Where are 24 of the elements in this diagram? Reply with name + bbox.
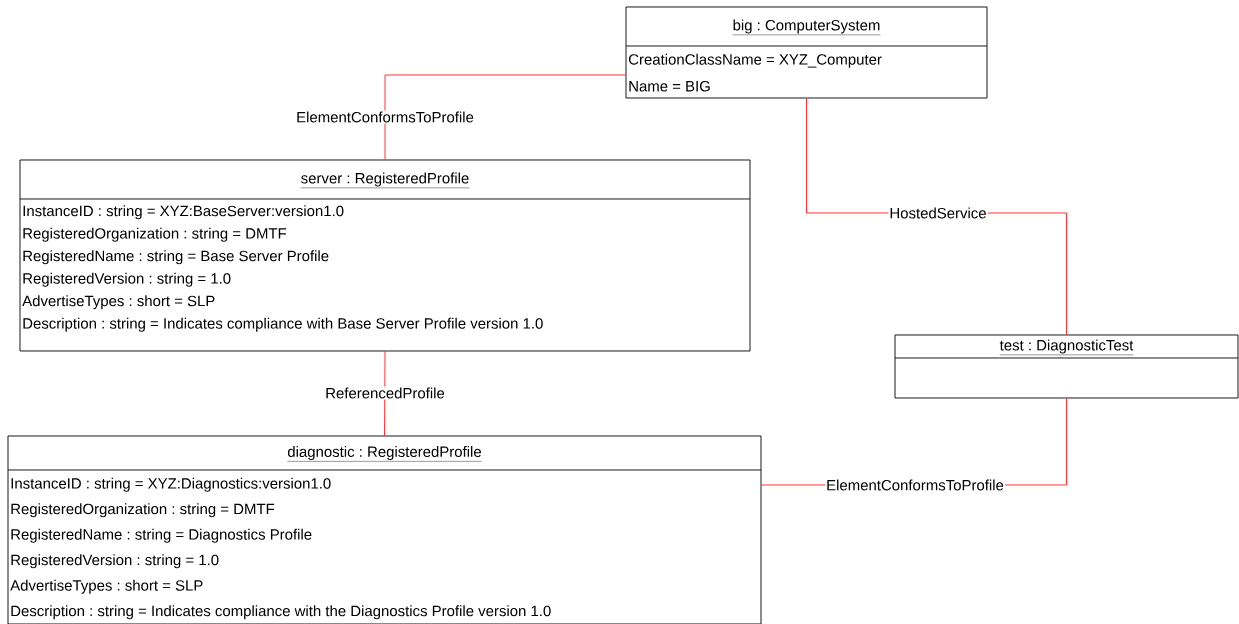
attribute-text: Description : string = Indicates compliance with Base Server Profile version 1.0: [23, 317, 543, 332]
attribute-text: AdvertiseTypes : short = SLP: [22, 295, 215, 310]
attribute-text: RegisteredVersion : string = 1.0: [11, 554, 219, 569]
connector-line: [384, 74, 626, 160]
attribute-text: RegisteredName : string = Diagnostics Profile: [11, 528, 312, 543]
class-title: test : DiagnosticTest: [999, 339, 1134, 356]
attribute-text: AdvertiseTypes : short = SLP: [10, 579, 203, 594]
attribute-text: RegisteredOrganization : string = DMTF: [11, 503, 275, 518]
attribute-text: RegisteredVersion : string = 1.0: [23, 272, 231, 287]
attribute-text: Name = BIG: [629, 80, 710, 92]
connector-line: [384, 351, 386, 436]
attribute-text: InstanceID : string = XYZ:Diagnostics:version1.0: [11, 477, 331, 492]
class-title: diagnostic : RegisteredProfile: [287, 446, 482, 462]
edge-label: ElementConformsToProfile: [825, 478, 1005, 492]
edge-label: ReferencedProfile: [324, 386, 446, 400]
attribute-text: RegisteredName : string = Base Server Profile: [23, 250, 329, 265]
attribute-text: CreationClassName = XYZ_Computer: [628, 53, 882, 68]
class-title: big : ComputerSystem: [732, 19, 881, 36]
attribute-text: InstanceID : string = XYZ:BaseServer:version1.0: [23, 205, 344, 220]
attribute-text: Description : string = Indicates compliance with the Diagnostics Profile version 1.0: [11, 605, 551, 620]
edge-label: HostedService: [888, 206, 988, 220]
edge-label: ElementConformsToProfile: [295, 110, 475, 124]
attribute-text: RegisteredOrganization : string = DMTF: [23, 227, 287, 242]
class-title: server : RegisteredProfile: [300, 172, 470, 189]
